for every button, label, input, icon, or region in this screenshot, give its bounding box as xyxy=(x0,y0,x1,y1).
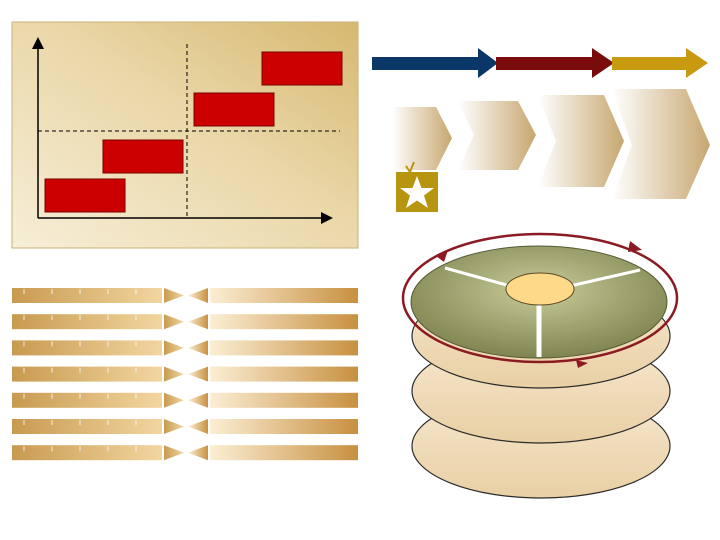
right-bar xyxy=(210,445,358,460)
step-bar xyxy=(103,140,183,173)
chevron-step xyxy=(538,95,624,187)
arrowhead-left-icon xyxy=(188,419,208,434)
arrowhead-left-icon xyxy=(188,393,208,408)
arrowhead-right-icon xyxy=(164,419,184,434)
left-bar xyxy=(12,393,162,408)
bar-rows xyxy=(12,288,358,460)
right-bar xyxy=(210,419,358,434)
arrowhead-left-icon xyxy=(188,367,208,382)
chevron-step xyxy=(392,107,452,170)
left-bar xyxy=(12,419,162,434)
staircase-chart xyxy=(12,22,358,248)
bar-row xyxy=(12,314,358,329)
arrowhead-right-icon xyxy=(164,314,184,329)
center-hub xyxy=(506,273,574,305)
bar-row xyxy=(12,445,358,460)
step-bar xyxy=(45,179,125,212)
left-bar xyxy=(12,288,162,303)
step-bar xyxy=(262,52,342,85)
arrow-segment-blue xyxy=(372,48,498,78)
right-bar xyxy=(210,340,358,355)
bar-row xyxy=(12,367,358,382)
chevron-process xyxy=(392,89,710,199)
bar-row xyxy=(12,393,358,408)
right-bar xyxy=(210,288,358,303)
arrowhead-right-icon xyxy=(164,288,184,303)
layered-disc xyxy=(403,234,677,498)
arrowhead-right-icon xyxy=(164,367,184,382)
arrowhead-left-icon xyxy=(188,340,208,355)
arrowhead-left-icon xyxy=(188,314,208,329)
bar-row xyxy=(12,288,358,303)
arrow-segment-red xyxy=(496,48,614,78)
cycle-arrow-icon xyxy=(628,241,642,252)
arrowhead-left-icon xyxy=(188,288,208,303)
bar-row xyxy=(12,340,358,355)
cycle-arrow-icon xyxy=(436,250,448,262)
step-bar xyxy=(194,93,274,126)
left-bar xyxy=(12,340,162,355)
right-bar xyxy=(210,314,358,329)
arrowhead-right-icon xyxy=(164,445,184,460)
arrow-segment-gold xyxy=(612,48,708,78)
arrowhead-right-icon xyxy=(164,340,184,355)
bar-row xyxy=(12,419,358,434)
chevron-step xyxy=(458,101,536,170)
left-bar xyxy=(12,314,162,329)
arrowhead-left-icon xyxy=(188,445,208,460)
arrowhead-right-icon xyxy=(164,393,184,408)
right-bar xyxy=(210,393,358,408)
left-bar xyxy=(12,445,162,460)
left-bar xyxy=(12,367,162,382)
right-bar xyxy=(210,367,358,382)
chevron-step xyxy=(612,89,710,199)
arrow-timeline xyxy=(372,48,708,78)
